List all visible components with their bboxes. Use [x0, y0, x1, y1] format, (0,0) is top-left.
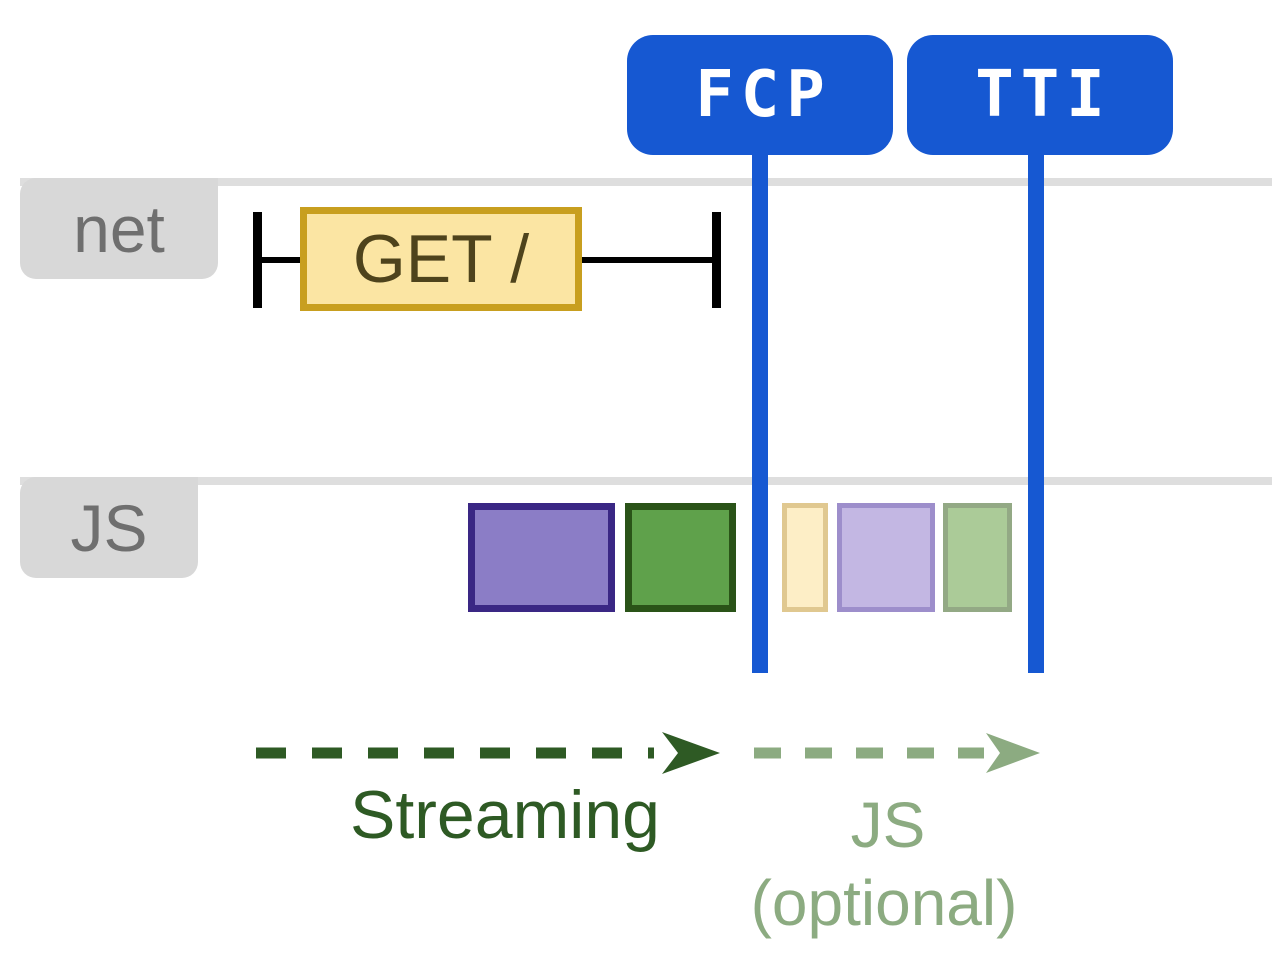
- streaming-phase-label: Streaming: [350, 777, 660, 853]
- net-lane-label: net: [73, 191, 165, 266]
- js-task-pale-green: [943, 503, 1012, 612]
- fcp-marker-line: [752, 147, 768, 673]
- js-task-lavender: [837, 503, 935, 612]
- streaming-phase-arrow-icon: [256, 732, 720, 774]
- net-lane-tab: net: [20, 178, 218, 279]
- get-request-box: GET /: [300, 207, 582, 311]
- js-phase-sublabel: (optional): [750, 867, 1018, 939]
- tti-badge: TTI: [907, 35, 1173, 155]
- net-lane-line: [20, 178, 1272, 186]
- js-task-green: [625, 503, 736, 612]
- tti-marker-line: [1028, 147, 1044, 673]
- request-end-tick: [712, 212, 721, 308]
- tti-badge-label: TTI: [975, 58, 1112, 132]
- fcp-badge-label: FCP: [695, 58, 832, 132]
- get-request-label: GET /: [352, 221, 530, 297]
- request-start-tick: [253, 212, 262, 308]
- request-connector-left: [262, 257, 302, 263]
- js-phase-arrow-icon: [754, 733, 1040, 773]
- js-lane-tab: JS: [20, 477, 198, 578]
- js-lane-line: [20, 477, 1272, 485]
- js-phase-label: JS: [850, 789, 926, 861]
- js-task-purple: [468, 503, 615, 612]
- js-task-pale-yellow: [782, 503, 828, 612]
- request-connector-right: [580, 257, 714, 263]
- fcp-badge: FCP: [627, 35, 893, 155]
- js-lane-label: JS: [70, 490, 148, 565]
